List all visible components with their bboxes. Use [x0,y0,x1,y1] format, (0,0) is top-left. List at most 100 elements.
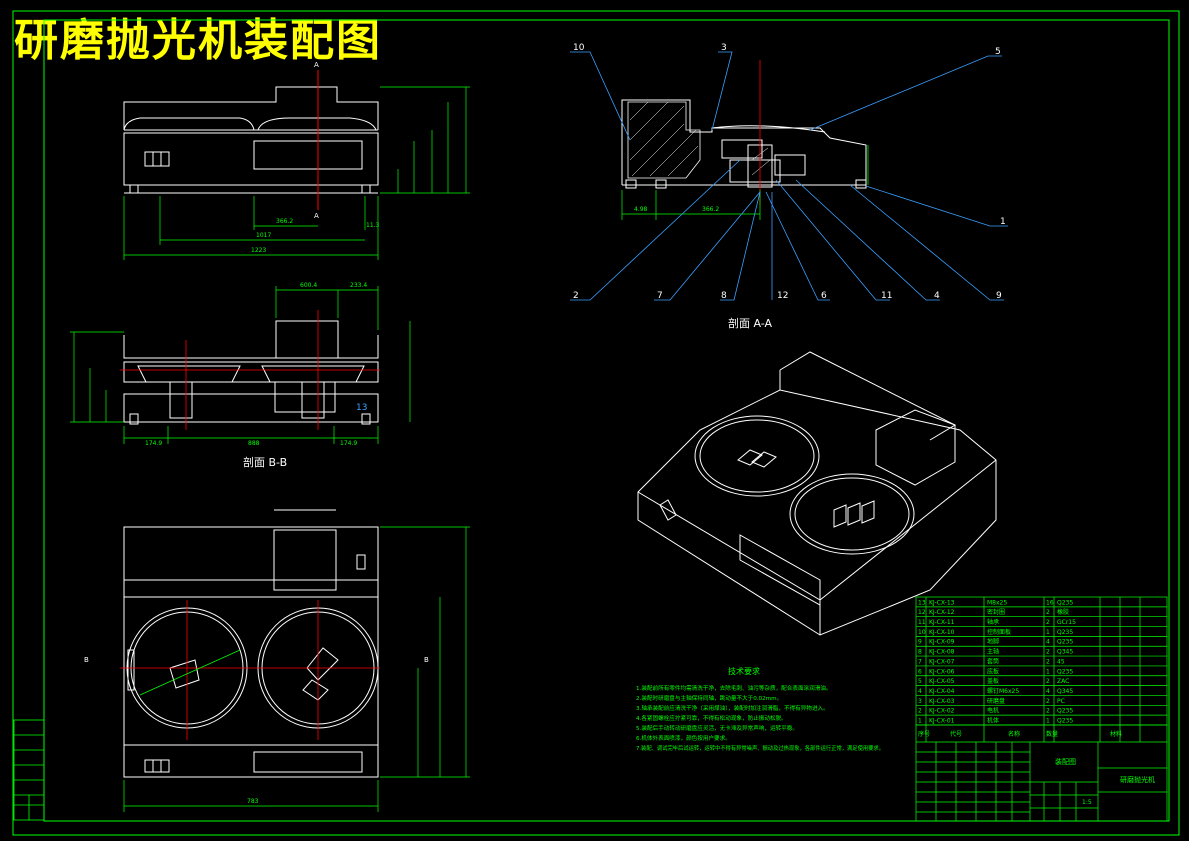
outer-frame [12,10,1180,836]
bom-cell-qty: 4 [1046,688,1050,695]
bom-cell-mat: Q235 [1057,718,1073,725]
balloon-4: 4 [934,291,940,301]
dim-bb-top1: 600.4 [300,282,317,289]
section-bb-dimensions [70,286,411,444]
notes-line-5: 5.装配后手动转动研磨盘应灵活，无卡滞及异常声响，运转平稳。 [636,724,798,732]
notes-line-4: 4.各紧固螺栓应拧紧可靠，不得有松动现象，防止振动松脱。 [636,714,787,722]
bom-cell-code: KJ-CX-05 [929,678,955,685]
bom-cell-qty: 2 [1046,708,1050,715]
balloon-5: 5 [995,47,1001,57]
bom-cell-name: 研磨盘 [987,697,1005,705]
section-aa-dimensions [621,145,869,220]
bom-cell-code: KJ-CX-09 [929,639,955,646]
tb-col-mat: 材料 [1110,730,1122,738]
bom-cell-no: 2 [918,708,922,715]
bom-cell-qty: 4 [1046,639,1050,646]
notes-line-3: 3.轴承装配前应清洗干净（采用煤油），装配时加注润滑脂，不得有异物进入。 [636,704,829,712]
bom-cell-qty: 1 [1046,668,1050,675]
balloon-9: 9 [996,291,1002,301]
bom-cell-mat: Q235 [1057,629,1073,636]
inner-frame [43,19,1170,822]
dim-aa-left: 4.98 [634,206,648,213]
balloon-leaders [570,51,1008,301]
section-bb-view [123,320,379,425]
dim-bb-mid: 888 [248,440,260,447]
bom-cell-code: KJ-CX-01 [929,718,955,725]
bom-cell-code: KJ-CX-13 [929,599,955,606]
bom-cell-qty: 2 [1046,698,1050,705]
bom-cell-no: 7 [918,658,922,665]
balloon-labels: 10 3 5 1 2 7 8 12 6 11 4 9 13 [356,43,1006,413]
section-bb-label: 剖面 B-B [243,455,287,469]
notes-line-2: 2.装配时研磨盘与主轴保持同轴，跳动量不大于0.02mm。 [636,694,782,702]
bom-cell-no: 6 [918,668,922,675]
tb-col-qty: 数量 [1046,730,1058,738]
tb-scale: 1:5 [1082,799,1092,806]
bom-cell-code: KJ-CX-08 [929,649,955,656]
bom-cell-qty: 2 [1046,658,1050,665]
tb-col-name: 名称 [1008,730,1020,738]
plan-axes [120,600,380,740]
bom-cell-no: 8 [918,649,922,656]
dim-plan-width: 783 [247,798,259,805]
dim-aa-mid: 366.2 [702,206,719,213]
bom-cell-name: 电机 [987,707,999,715]
bom-cell-code: KJ-CX-11 [929,619,955,626]
bom-cell-code: KJ-CX-06 [929,668,955,675]
balloon-11: 11 [881,291,892,301]
bom-cell-mat: Q235 [1057,668,1073,675]
isometric-view [637,351,997,636]
balloon-8: 8 [721,291,727,301]
title-block-text: 序号 代号 名称 数量 材料 装配图 研磨抛光机 1:5 [918,730,1155,806]
bom-cell-qty: 1 [1046,629,1050,636]
dim-bb-top2: 233.4 [350,282,367,289]
technical-notes: 技术要求 1.装配前所有零件均需清洗干净，去除毛刺、油污等杂质，配合表面涂润滑油… [636,666,884,752]
tb-drawing-name: 装配图 [1055,757,1076,766]
bom-cell-no: 10 [918,629,926,636]
dim-front-total: 1223 [251,247,266,254]
bom-cell-name: M8x25 [987,599,1007,606]
title-block-grid [915,724,1168,822]
bom-cell-name: 螺钉M6x25 [987,687,1019,695]
left-stamp-table [13,719,45,821]
mark-a-top: A [314,61,319,69]
notes-line-7: 7.装配、调试完毕后试运转，运转中不得有异常噪声、振动及过热现象，各部件运行正常… [636,744,884,752]
bom-cell-no: 5 [918,678,922,685]
tb-col-no: 序号 [918,730,930,738]
balloon-6: 6 [821,291,827,301]
bom-cell-name: 底板 [987,667,999,675]
bom-cell-code: KJ-CX-02 [929,708,955,715]
bom-cell-no: 9 [918,639,922,646]
bom-cell-mat: Q345 [1057,649,1073,656]
bom-cell-name: 盖板 [987,677,999,685]
dim-front-center: 366.2 [276,218,293,225]
tb-company: 研磨抛光机 [1120,775,1155,784]
mark-b-right: B [424,656,429,664]
bom-cell-mat: Q235 [1057,599,1073,606]
dim-bb-left: 174.9 [145,440,162,447]
notes-line-1: 1.装配前所有零件均需清洗干净，去除毛刺、油污等杂质，配合表面涂润滑油。 [636,684,832,692]
bom-cell-name: 地脚 [987,638,999,646]
section-bb-axes [120,310,380,430]
bom-cell-mat: Q235 [1057,639,1073,646]
bom-cell-mat: ZAC [1057,678,1069,685]
bom-cell-no: 12 [918,609,926,616]
bom-cell-mat: GCr15 [1057,619,1076,626]
bom-cell-code: KJ-CX-10 [929,629,955,636]
bom-cell-code: KJ-CX-04 [929,688,955,695]
bom-cell-name: 主轴 [987,648,999,656]
bom-cell-qty: 2 [1046,609,1050,616]
balloon-1: 1 [1000,217,1006,227]
bom-cell-mat: Q235 [1057,708,1073,715]
dim-bb-right: 174.9 [340,440,357,447]
bom-cell-name: 机体 [987,717,999,725]
bom-cell-qty: 1 [1046,718,1050,725]
dim-front-right: 11.3 [366,222,380,229]
plan-dimensions [123,526,470,812]
bom-cell-mat: Q345 [1057,688,1073,695]
section-aa-view [621,99,867,189]
balloon-7: 7 [657,291,663,301]
bom-cell-mat: 橡胶 [1057,608,1069,616]
bom-cell-mat: PC [1057,698,1065,705]
